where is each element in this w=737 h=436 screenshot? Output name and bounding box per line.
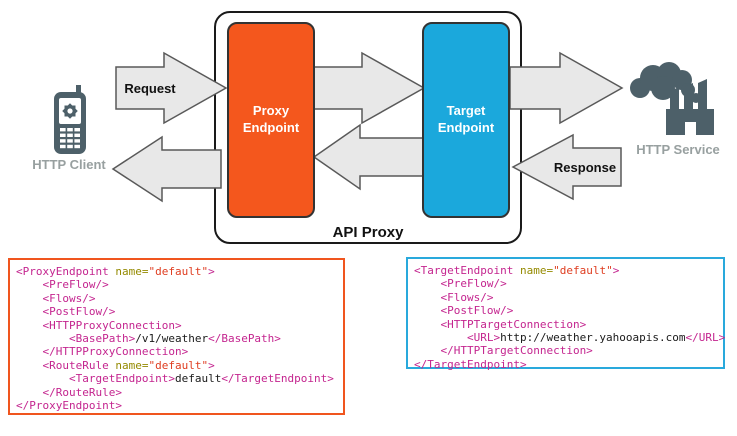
- target-to-proxy-arrow: [312, 123, 424, 191]
- proxy-endpoint-code-block: <ProxyEndpoint name="default"> <PreFlow/…: [8, 258, 345, 415]
- code-line: </ProxyEndpoint>: [16, 399, 122, 413]
- response-label: Response: [553, 160, 617, 175]
- code-line: <URL>http://weather.yahooapis.com</URL>: [414, 331, 726, 345]
- target-endpoint-label: Target Endpoint: [437, 103, 495, 135]
- code-line: </RouteRule>: [16, 385, 122, 399]
- code-line: <TargetEndpoint name="default">: [414, 264, 620, 277]
- api-proxy-label: API Proxy: [332, 224, 404, 241]
- target-endpoint-code-block: <TargetEndpoint name="default"> <PreFlow…: [406, 257, 726, 371]
- code-line: <PostFlow/>: [16, 305, 116, 319]
- target-to-service-arrow: [509, 51, 624, 125]
- code-line: <PreFlow/>: [414, 277, 507, 291]
- http-service-label: HTTP Service: [636, 142, 720, 157]
- request-arrow: [115, 51, 228, 125]
- proxy-endpoint-box: Proxy Endpoint: [227, 22, 315, 218]
- code-line: <ProxyEndpoint name="default">: [16, 265, 215, 278]
- code-line: <HTTPTargetConnection>: [414, 317, 587, 331]
- code-line: <PreFlow/>: [16, 278, 109, 292]
- code-line: <PostFlow/>: [414, 304, 514, 318]
- http-service-icon: [626, 57, 722, 143]
- code-line: <Flows/>: [16, 291, 96, 305]
- code-line: </HTTPProxyConnection>: [16, 345, 189, 359]
- http-client-icon: [50, 84, 90, 158]
- factory-icon: [630, 62, 714, 135]
- proxy-to-target-arrow: [313, 51, 426, 125]
- code-line: <BasePath>/v1/weather</BasePath>: [16, 332, 281, 346]
- code-line: </TargetEndpoint>: [414, 357, 527, 371]
- response-arrow: [511, 133, 622, 201]
- keypad: [60, 128, 80, 149]
- code-line: <HTTPProxyConnection>: [16, 318, 182, 332]
- target-endpoint-box: Target Endpoint: [422, 22, 510, 218]
- request-label: Request: [124, 81, 176, 96]
- code-line: <TargetEndpoint>default</TargetEndpoint>: [16, 372, 334, 386]
- code-line: <RouteRule name="default">: [16, 358, 215, 372]
- flow-arrows: [111, 51, 624, 203]
- code-line: </HTTPTargetConnection>: [414, 344, 593, 358]
- phone-icon: [54, 85, 86, 154]
- http-client-label: HTTP Client: [32, 157, 106, 172]
- proxy-endpoint-label: Proxy Endpoint: [242, 103, 300, 135]
- code-line: <Flows/>: [414, 290, 494, 304]
- proxy-to-client-arrow: [111, 135, 222, 203]
